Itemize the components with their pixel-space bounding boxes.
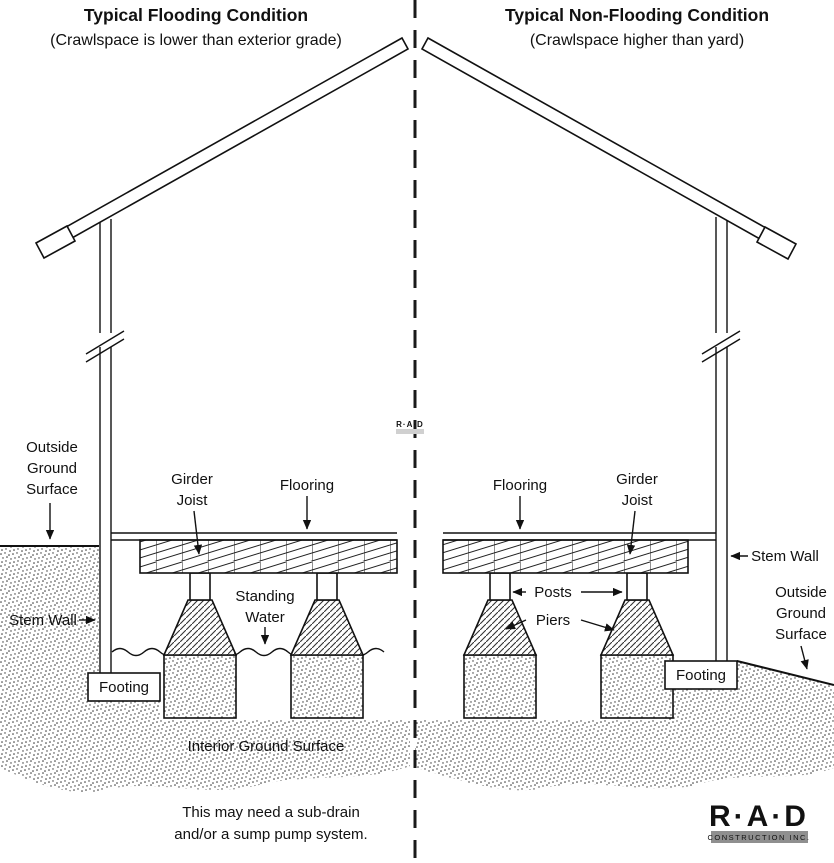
right-flooring-line bbox=[443, 532, 716, 541]
left-footing-box bbox=[87, 672, 161, 702]
watermark-logo: R·A·D bbox=[396, 420, 424, 429]
left-title: Typical Flooding Condition bbox=[84, 5, 308, 25]
left-flooring-label: Flooring bbox=[280, 477, 334, 494]
right-post bbox=[626, 572, 648, 601]
left-girder-joist-label: Joist bbox=[177, 492, 209, 509]
left-roof bbox=[48, 36, 410, 249]
right-outside-ground-arrow bbox=[800, 645, 809, 670]
right-post bbox=[489, 572, 511, 601]
rad-logo-bar bbox=[711, 831, 808, 843]
left-girder-joist-arrow bbox=[193, 510, 203, 555]
right-wall-break-icon bbox=[701, 330, 741, 363]
left-stem-wall-label: Stem Wall bbox=[9, 612, 77, 629]
right-roof bbox=[420, 36, 784, 250]
right-girder-joist-label: Girder bbox=[616, 471, 658, 488]
right-footing-box bbox=[664, 660, 738, 690]
right-stem-wall bbox=[715, 217, 728, 661]
left-wall-break-icon bbox=[85, 330, 125, 363]
interior-ground-label: Interior Ground Surface bbox=[188, 738, 345, 755]
left-pier-footing bbox=[290, 654, 364, 719]
left-pier bbox=[289, 599, 365, 656]
right-subtitle: (Crawlspace higher than yard) bbox=[530, 32, 744, 49]
rad-logo-subtext: CONSTRUCTION INC. bbox=[708, 833, 811, 842]
left-outside-ground-label: Outside bbox=[26, 439, 78, 456]
left-girder-joist-label: Girder bbox=[171, 471, 213, 488]
left-footing-label: Footing bbox=[99, 679, 149, 696]
posts-label: Posts bbox=[534, 584, 572, 601]
watermark-logo-bar bbox=[396, 429, 424, 434]
left-pier bbox=[162, 599, 238, 656]
right-flooring-label: Flooring bbox=[493, 477, 547, 494]
sump-pump-note: and/or a sump pump system. bbox=[174, 826, 367, 843]
right-ground-fill bbox=[415, 661, 834, 791]
right-outside-ground-label: Surface bbox=[775, 626, 827, 643]
right-footing-label: Footing bbox=[676, 667, 726, 684]
left-ground-fill bbox=[0, 546, 410, 793]
right-title: Typical Non-Flooding Condition bbox=[505, 5, 769, 25]
right-pier bbox=[462, 599, 538, 656]
piers-label: Piers bbox=[536, 612, 570, 629]
left-subtitle: (Crawlspace is lower than exterior grade… bbox=[50, 32, 342, 49]
standing-water-label: Standing bbox=[235, 588, 294, 605]
left-outside-ground-label: Ground bbox=[27, 460, 77, 477]
left-flooring-line bbox=[111, 532, 397, 541]
rad-logo-text: R·A·D bbox=[709, 800, 809, 833]
right-girder-joist-arrow bbox=[626, 510, 636, 555]
right-pier-footing bbox=[600, 654, 674, 719]
left-post bbox=[189, 572, 211, 601]
left-pier-footing bbox=[163, 654, 237, 719]
right-stem-wall-label: Stem Wall bbox=[751, 548, 819, 565]
left-floor-band bbox=[139, 539, 398, 574]
right-grade-line bbox=[736, 660, 834, 686]
left-post bbox=[316, 572, 338, 601]
right-outside-ground-label: Ground bbox=[776, 605, 826, 622]
right-floor-band bbox=[442, 539, 689, 574]
right-pier-footing bbox=[463, 654, 537, 719]
piers-left-arrow bbox=[505, 619, 527, 630]
right-roof-eave bbox=[755, 225, 798, 261]
right-pier bbox=[599, 599, 675, 656]
sump-pump-note: This may need a sub-drain bbox=[182, 804, 360, 821]
left-outside-ground-label: Surface bbox=[26, 481, 78, 498]
right-outside-ground-label: Outside bbox=[775, 584, 827, 601]
left-stem-wall bbox=[99, 219, 112, 673]
right-girder-joist-label: Joist bbox=[622, 492, 654, 509]
piers-right-arrow bbox=[580, 619, 615, 632]
left-roof-eave bbox=[34, 224, 77, 260]
standing-water-label: Water bbox=[245, 609, 284, 626]
